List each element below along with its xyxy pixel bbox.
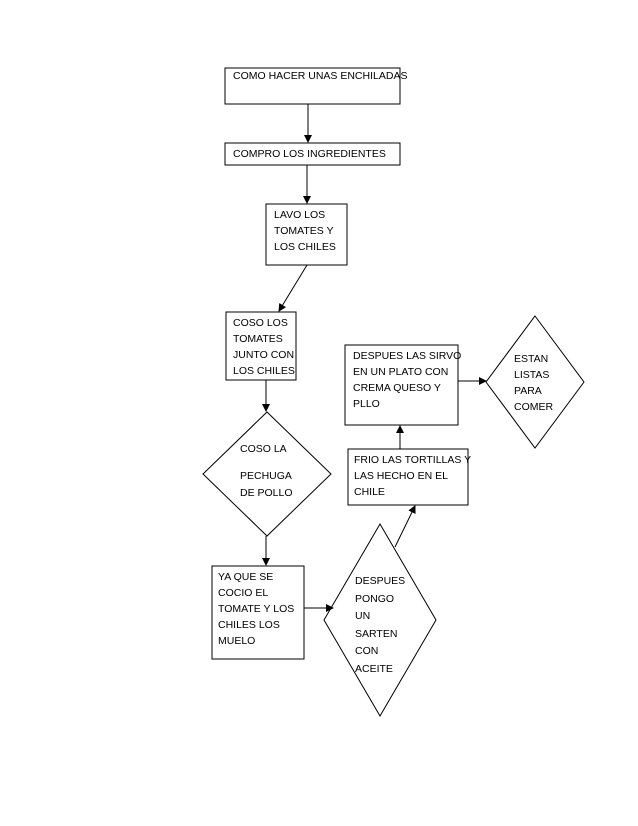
title-line: COMO HACER UNAS ENCHILADAS bbox=[233, 70, 408, 82]
step3-label: COSO LOS TOMATES JUNTO CON LOS CHILES bbox=[233, 315, 295, 379]
step8-line: CREMA QUESO Y bbox=[353, 382, 441, 394]
step7-label: FRIO LAS TORTILLAS Y LAS HECHO EN EL CHI… bbox=[354, 452, 471, 500]
step6-label: DESPUES PONGO UN SARTEN CON ACEITE bbox=[355, 573, 405, 678]
step5-line: CHILES LOS bbox=[218, 619, 280, 631]
step4-line: DE POLLO bbox=[240, 487, 293, 499]
step9-line: COMER bbox=[514, 401, 554, 413]
arrow-step2-to-step3 bbox=[278, 264, 308, 312]
step6-line: UN bbox=[355, 610, 371, 622]
step2-line: LOS CHILES bbox=[274, 241, 336, 253]
step5-line: COCIO EL bbox=[218, 587, 269, 599]
step4-line: PECHUGA bbox=[240, 470, 292, 482]
step9-line: LISTAS bbox=[514, 369, 550, 381]
step5-line: TOMATE Y LOS bbox=[218, 603, 295, 615]
step5-label: YA QUE SE COCIO EL TOMATE Y LOS CHILES L… bbox=[218, 569, 294, 649]
step3-line: LOS CHILES bbox=[233, 365, 295, 377]
step9-diamond bbox=[485, 315, 585, 449]
step4-label: COSO LA PECHUGA DE POLLO bbox=[240, 442, 293, 500]
step8-label: DESPUES LAS SIRVO EN UN PLATO CON CREMA … bbox=[353, 348, 461, 412]
step7-line: CHILE bbox=[354, 486, 385, 498]
step2-box bbox=[265, 203, 348, 266]
title-label: COMO HACER UNAS ENCHILADAS bbox=[233, 68, 407, 84]
step2-line: TOMATES Y bbox=[274, 225, 334, 237]
step8-line: PLLO bbox=[353, 398, 380, 410]
step9-line: PARA bbox=[514, 385, 542, 397]
step3-box bbox=[225, 311, 297, 381]
step6-line: DESPUES bbox=[355, 575, 406, 587]
step9-line: ESTAN bbox=[514, 353, 549, 365]
step7-box bbox=[347, 448, 469, 506]
step5-line: YA QUE SE bbox=[218, 571, 274, 583]
step6-line: CON bbox=[355, 645, 379, 657]
step7-line: FRIO LAS TORTILLAS Y bbox=[354, 454, 472, 466]
step8-line: EN UN PLATO CON bbox=[353, 366, 449, 378]
step2-line: LAVO LOS bbox=[274, 209, 326, 221]
step1-line: COMPRO LOS INGREDIENTES bbox=[233, 148, 386, 160]
step8-line: DESPUES LAS SIRVO bbox=[353, 350, 462, 362]
step3-line: COSO LOS bbox=[233, 317, 288, 329]
step6-line: SARTEN bbox=[355, 627, 398, 640]
arrow-step6-to-step7 bbox=[394, 505, 416, 548]
step6-line: PONGO bbox=[355, 592, 395, 605]
step6-line: ACEITE bbox=[355, 662, 393, 675]
step6-diamond bbox=[323, 523, 437, 717]
step4-diamond bbox=[202, 411, 332, 537]
title-box bbox=[224, 67, 401, 105]
step3-line: JUNTO CON bbox=[233, 349, 295, 361]
step8-box bbox=[344, 344, 459, 426]
step2-label: LAVO LOS TOMATES Y LOS CHILES bbox=[274, 207, 336, 255]
step1-label: COMPRO LOS INGREDIENTES bbox=[233, 146, 386, 162]
step5-line: MUELO bbox=[218, 635, 256, 647]
step3-line: TOMATES bbox=[233, 333, 283, 345]
step4-line bbox=[240, 456, 293, 460]
step4-line: COSO LA bbox=[240, 443, 287, 455]
step9-label: ESTAN LISTAS PARA COMER bbox=[514, 351, 553, 415]
step5-box bbox=[211, 565, 305, 660]
step1-box bbox=[224, 142, 401, 166]
step7-line: LAS HECHO EN EL bbox=[354, 470, 448, 482]
